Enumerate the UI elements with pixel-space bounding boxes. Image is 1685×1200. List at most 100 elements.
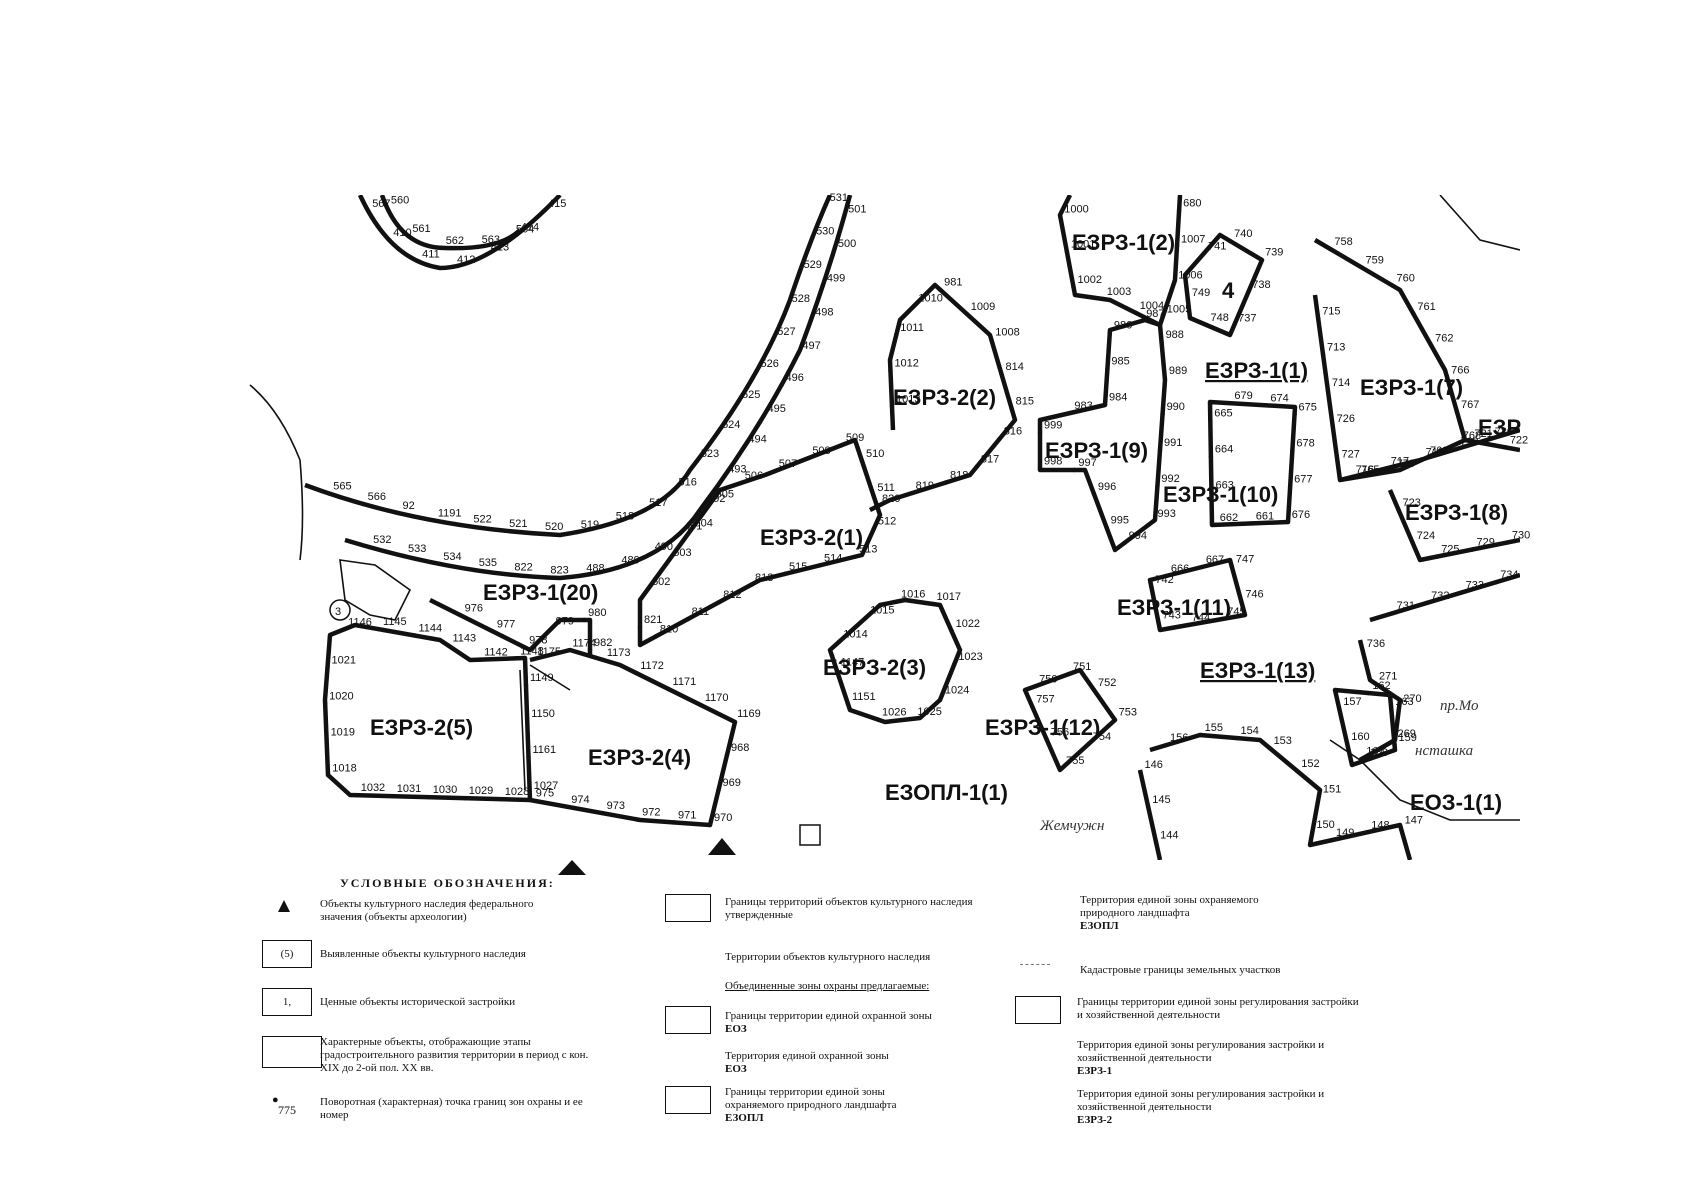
boundary-point-number: 992	[1161, 473, 1179, 485]
boundary-point-number: 675	[1299, 401, 1317, 413]
boundary-point-number: 532	[373, 534, 391, 546]
boundary-point-dot	[1091, 491, 1097, 497]
boundary-point-dot	[1249, 521, 1254, 526]
boundary-point-number: 92	[403, 500, 415, 512]
boundary-point-number: 666	[1171, 563, 1189, 575]
boundary-point-number: 269	[1398, 728, 1416, 740]
boundary-point-number: 715	[1322, 306, 1340, 318]
boundary-point-dot	[1208, 454, 1214, 459]
boundary-point-number: 716	[1356, 464, 1374, 476]
boundary-point-number: 1014	[843, 629, 867, 641]
boundary-point-number: 522	[473, 513, 491, 525]
boundary-point-dot	[1488, 436, 1493, 441]
boundary-point-number: 149	[1336, 827, 1354, 839]
legend-ezrz2: Территория единой зоны регулирования зас…	[1077, 1088, 1325, 1113]
boundary-point-number: 757	[1036, 694, 1054, 706]
boundary-point-dot	[1391, 738, 1396, 744]
boundary-point-dot	[1198, 732, 1203, 738]
boundary-point-number: 742	[1155, 574, 1173, 586]
boundary-point-dot	[797, 269, 802, 275]
boundary-point-dot	[889, 404, 895, 409]
boundary-point-dot	[1091, 687, 1097, 693]
boundary-point-number: 983	[1074, 400, 1092, 412]
boundary-point-number: 515	[789, 561, 807, 573]
legend-identified: Выявленные объекты культурного наследия	[320, 948, 526, 960]
boundary-point-number: 152	[1301, 758, 1319, 770]
boundary-point-dot	[1389, 707, 1394, 712]
boundary-point-dot	[863, 615, 869, 620]
legend-valuable: Ценные объекты исторической застройки	[320, 996, 516, 1008]
boundary-point-dot	[1329, 837, 1335, 843]
boundary-point-number: 739	[1265, 246, 1283, 258]
legend-eoz-box	[665, 1006, 711, 1034]
zone-ezrz1-8: ЕЗРЗ-1(8)	[1405, 500, 1508, 525]
boundary-point-number: 749	[1192, 287, 1210, 299]
boundary-point-dot	[1112, 717, 1117, 722]
boundary-point-number: 816	[1004, 426, 1022, 438]
boundary-point-number: 754	[1093, 731, 1111, 743]
archaeology-icon	[708, 838, 736, 855]
zone-ezopl-1: ЕЗОПЛ-1(1)	[885, 780, 1008, 805]
boundary-point-dot	[574, 529, 579, 535]
boundary-point-dot	[1459, 590, 1464, 595]
boundary-point-number: 1026	[882, 707, 906, 719]
legend-ezopl-bounds: Границы территории единой зоны охраняемо…	[725, 1086, 897, 1111]
boundary-point-dot	[324, 737, 329, 742]
boundary-point-dot	[1360, 756, 1365, 761]
boundary-point-number: 969	[722, 777, 740, 789]
boundary-point-number: 762	[1435, 332, 1453, 344]
boundary-point-number: 162	[1372, 680, 1390, 692]
boundary-point-dot	[1456, 440, 1461, 446]
boundary-point-dot	[716, 787, 721, 793]
boundary-point-number: 676	[1292, 509, 1310, 521]
zone-ezrz2-1: ЕЗРЗ-2(1)	[760, 525, 863, 550]
boundary-point-number: 721	[1474, 428, 1492, 440]
boundary-point-number: 153	[1274, 735, 1292, 747]
boundary-point-dot	[735, 399, 741, 405]
boundary-point-dot	[667, 557, 672, 562]
boundary-point-dot	[426, 794, 431, 800]
boundary-point-dot	[1349, 474, 1354, 480]
legend-ezopl-terr-code: ЕЗОПЛ	[1080, 920, 1119, 932]
boundary-point-number: 1032	[361, 782, 385, 794]
boundary-point-dot	[1009, 406, 1014, 411]
boundary-point-dot	[580, 573, 585, 578]
boundary-point-dot	[1419, 457, 1424, 462]
boundary-point-dot	[672, 487, 677, 492]
boundary-point-number: 1016	[901, 589, 925, 601]
boundary-point-dot	[1138, 769, 1143, 775]
boundary-point-dot	[384, 205, 390, 210]
boundary-point-dot	[1030, 704, 1035, 709]
boundary-point-number: 818	[950, 469, 968, 481]
boundary-point-number: 412	[457, 254, 475, 266]
boundary-point-dot	[709, 499, 714, 504]
road-names: Жемчужн пр.Мо нсташка	[1039, 698, 1479, 834]
boundary-point-number: 661	[1256, 510, 1274, 522]
boundary-point-number: 525	[742, 389, 760, 401]
boundary-point-number: 985	[1111, 355, 1129, 367]
boundary-point-dot	[1157, 447, 1163, 453]
boundary-point-number: 972	[642, 807, 660, 819]
legend-approved: Границы территорий объектов культурного …	[725, 896, 973, 921]
boundary-point-number: 1161	[532, 744, 556, 756]
boundary-point-dot	[458, 613, 463, 618]
boundary-point-dot	[523, 682, 529, 688]
boundary-point-number: 981	[944, 277, 962, 289]
road-pr-mo: пр.Мо	[1440, 698, 1479, 714]
boundary-point-number: 817	[981, 454, 999, 466]
boundary-point-dot	[396, 510, 401, 516]
boundary-point-dot	[525, 718, 530, 724]
boundary-point-number: 999	[1044, 419, 1062, 431]
boundary-point-number: 748	[1211, 312, 1229, 324]
boundary-point-dot	[587, 647, 593, 653]
boundary-point-dot	[677, 531, 683, 536]
boundary-point-number: 561	[412, 223, 430, 235]
boundary-point-number: 146	[1144, 759, 1162, 771]
boundary-point-dot	[509, 234, 515, 239]
boundary-point-number: 674	[1270, 392, 1288, 404]
boundary-point-number: 821	[644, 614, 662, 626]
boundary-point-dot	[437, 561, 442, 567]
boundary-point-dot	[894, 599, 900, 604]
boundary-point-number: 1021	[332, 654, 356, 666]
boundary-point-number: 1030	[433, 784, 457, 796]
